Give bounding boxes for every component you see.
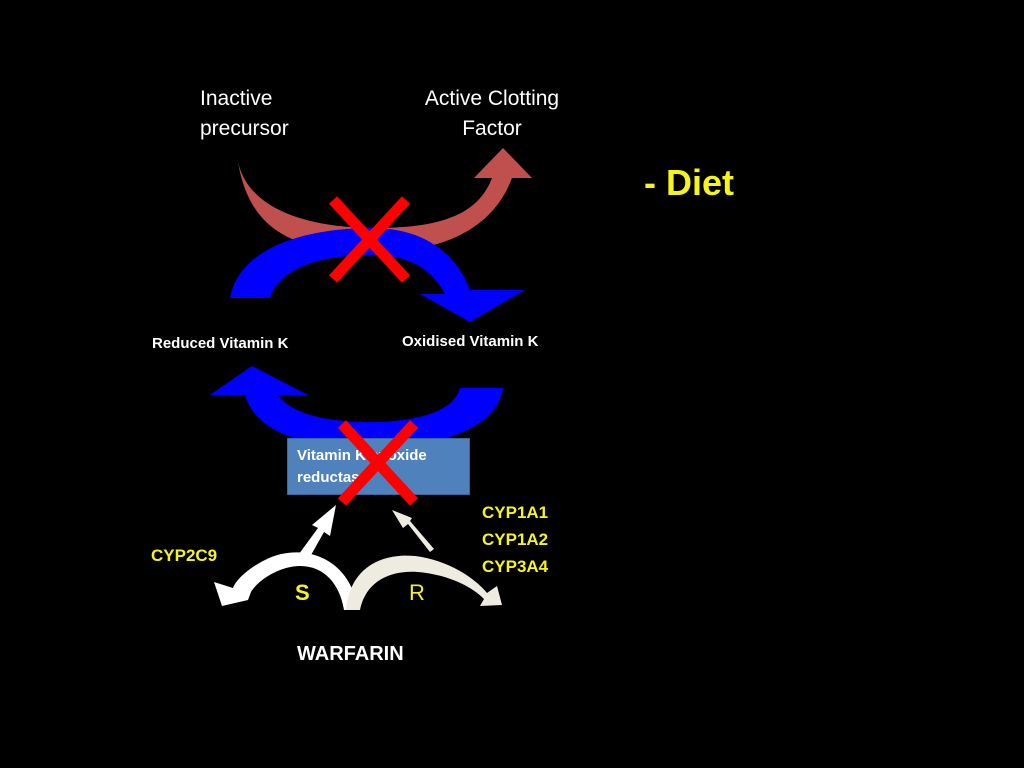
warfarin-label: WARFARIN — [297, 643, 404, 665]
oxidation-arrow — [230, 228, 525, 322]
s-inhibition-arrow — [296, 505, 336, 564]
active-clotting-factor-label: Active Clotting Factor — [424, 87, 560, 140]
cyp1a1-label: CYP1A1 — [482, 503, 549, 522]
diet-label: - Diet — [644, 162, 734, 203]
cyp1a2-label: CYP1A2 — [482, 530, 549, 549]
cyp-list: CYP1A1 CYP1A2 CYP3A4 — [482, 499, 548, 580]
inhibition-cross-top — [328, 196, 411, 283]
r-enantiomer-label: R — [409, 580, 425, 605]
oxidised-vitamin-k-label: Oxidised Vitamin K — [402, 333, 539, 350]
inactive-precursor-label: Inactive precursor — [200, 87, 289, 140]
reduced-vitamin-k-label: Reduced Vitamin K — [152, 335, 289, 352]
s-enantiomer-label: S — [295, 580, 310, 605]
inhibition-cross-bottom — [337, 420, 419, 506]
activation-arrow — [238, 148, 532, 252]
enzyme-line-2: reductase — [297, 469, 368, 486]
cyp3a4-label: CYP3A4 — [482, 557, 549, 576]
reduction-arrow — [210, 366, 503, 448]
s-enantiomer-arc — [214, 552, 358, 610]
r-inhibition-arrow — [392, 510, 434, 552]
cyp2c9-label: CYP2C9 — [151, 546, 218, 565]
r-enantiomer-arc — [346, 555, 502, 610]
